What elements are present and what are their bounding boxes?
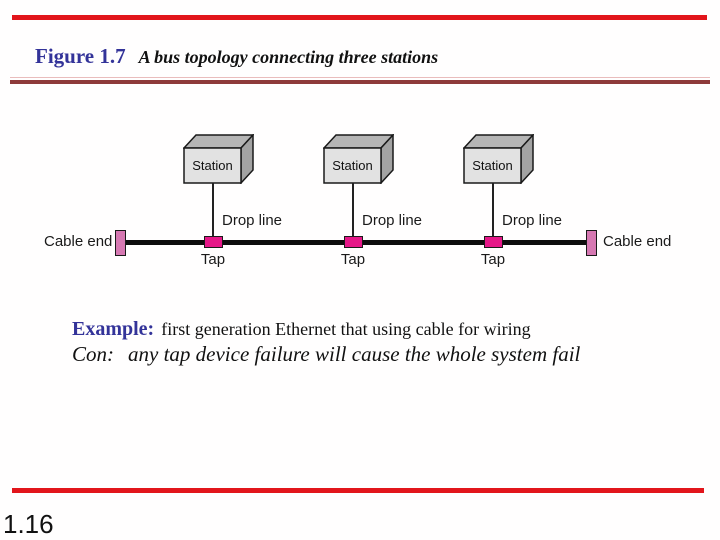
example-line: Example: first generation Ethernet that u… — [72, 318, 531, 341]
station-label: Station — [472, 158, 512, 173]
con-prefix: Con: — [72, 342, 114, 366]
bottom-red-rule — [12, 488, 704, 493]
station-box-3: Station — [463, 134, 534, 184]
station-box-front-face — [323, 147, 382, 184]
drop-line-label-1: Drop line — [222, 212, 283, 229]
tap-label-2: Tap — [340, 251, 366, 268]
tap-connector-3 — [484, 236, 503, 248]
drop-line-1 — [212, 183, 214, 241]
cable-end-terminator-right — [586, 230, 597, 256]
drop-line-3 — [492, 183, 494, 241]
con-text: any tap device failure will cause the wh… — [128, 342, 581, 366]
tap-label-1: Tap — [200, 251, 226, 268]
tap-connector-2 — [344, 236, 363, 248]
cable-end-label-left: Cable end — [44, 233, 113, 250]
cable-end-label-right: Cable end — [603, 233, 672, 250]
station-box-2: Station — [323, 134, 394, 184]
title-divider-highlight — [10, 77, 710, 78]
tap-connector-1 — [204, 236, 223, 248]
slide-title: Figure 1.7 A bus topology connecting thre… — [35, 44, 438, 69]
station-box-1: Station — [183, 134, 254, 184]
example-text: first generation Ethernet that using cab… — [161, 319, 531, 339]
station-label: Station — [332, 158, 372, 173]
station-label: Station — [192, 158, 232, 173]
drop-line-label-2: Drop line — [362, 212, 423, 229]
cable-end-terminator-left — [115, 230, 126, 256]
station-box-front-face — [463, 147, 522, 184]
tap-label-3: Tap — [480, 251, 506, 268]
title-divider-rule — [10, 80, 710, 84]
con-line: Con: any tap device failure will cause th… — [72, 342, 580, 367]
top-red-rule — [12, 15, 707, 20]
drop-line-2 — [352, 183, 354, 241]
drop-line-label-3: Drop line — [502, 212, 563, 229]
example-prefix: Example: — [72, 318, 155, 340]
figure-number-label: Figure 1.7 — [35, 44, 126, 68]
page-number: 1.16 — [3, 509, 54, 539]
figure-caption: A bus topology connecting three stations — [138, 47, 439, 67]
